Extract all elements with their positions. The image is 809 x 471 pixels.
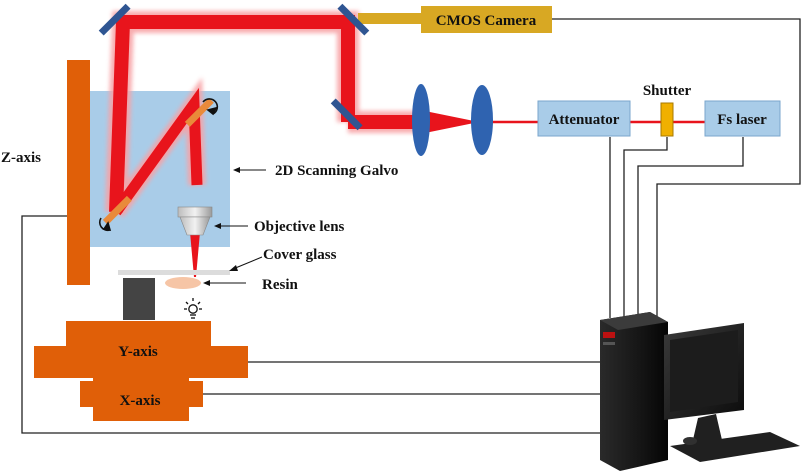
cover-glass-pointer: [232, 256, 263, 270]
attenuator-box: [537, 100, 631, 137]
lightbulb-icon: [184, 298, 202, 319]
shutter-label: Shutter: [643, 83, 692, 99]
z-axis-bar: [67, 60, 90, 285]
z-axis-label: Z-axis: [1, 150, 41, 166]
wire-laser: [637, 137, 744, 318]
laser-label: Fs laser: [717, 112, 767, 128]
sample-holder-post: [123, 278, 155, 320]
beam-main-path: [109, 15, 355, 213]
laser-beam: [105, 11, 705, 277]
galvo-mirror-upper: [184, 97, 214, 127]
lens-2: [471, 85, 493, 155]
y-axis-stage: [34, 321, 248, 378]
objective-lens-icon: [177, 206, 213, 236]
beam-focus-cone: [190, 232, 200, 277]
cover-glass: [118, 270, 230, 275]
camera-label: CMOS Camera: [436, 13, 537, 29]
control-wires: [21, 18, 801, 434]
attenuator-label: Attenuator: [549, 112, 620, 128]
beam-galvo-zigzag: [111, 87, 203, 216]
cover-glass-label: Cover glass: [263, 247, 337, 263]
objective-label: Objective lens: [254, 219, 345, 235]
galvo-mirrors: [102, 97, 214, 225]
mirror-lower: [330, 98, 363, 131]
galvo-label: 2D Scanning Galvo: [275, 163, 398, 179]
desktop-computer-icon: [600, 312, 800, 471]
laser-box: [704, 100, 781, 137]
wire-shutter: [623, 137, 668, 318]
camera-box: [421, 6, 552, 33]
wire-z-axis: [21, 215, 600, 434]
beam-converging-cone: [420, 110, 474, 134]
mirrors: [98, 3, 370, 131]
lens-1: [412, 84, 430, 156]
resin-label: Resin: [262, 277, 298, 293]
mirror-top-left: [98, 3, 131, 36]
mirror-top-right: [337, 3, 370, 36]
resin-drop: [165, 277, 201, 289]
x-axis-label: X-axis: [120, 393, 161, 409]
camera-beam-arm: [358, 13, 423, 24]
shutter-box: [660, 102, 674, 137]
rotation-arrow-icon: [98, 98, 219, 232]
x-axis-stage: [80, 378, 203, 421]
galvo-mirror-lower: [102, 195, 132, 225]
wire-camera: [552, 18, 801, 318]
y-axis-label: Y-axis: [118, 344, 158, 360]
